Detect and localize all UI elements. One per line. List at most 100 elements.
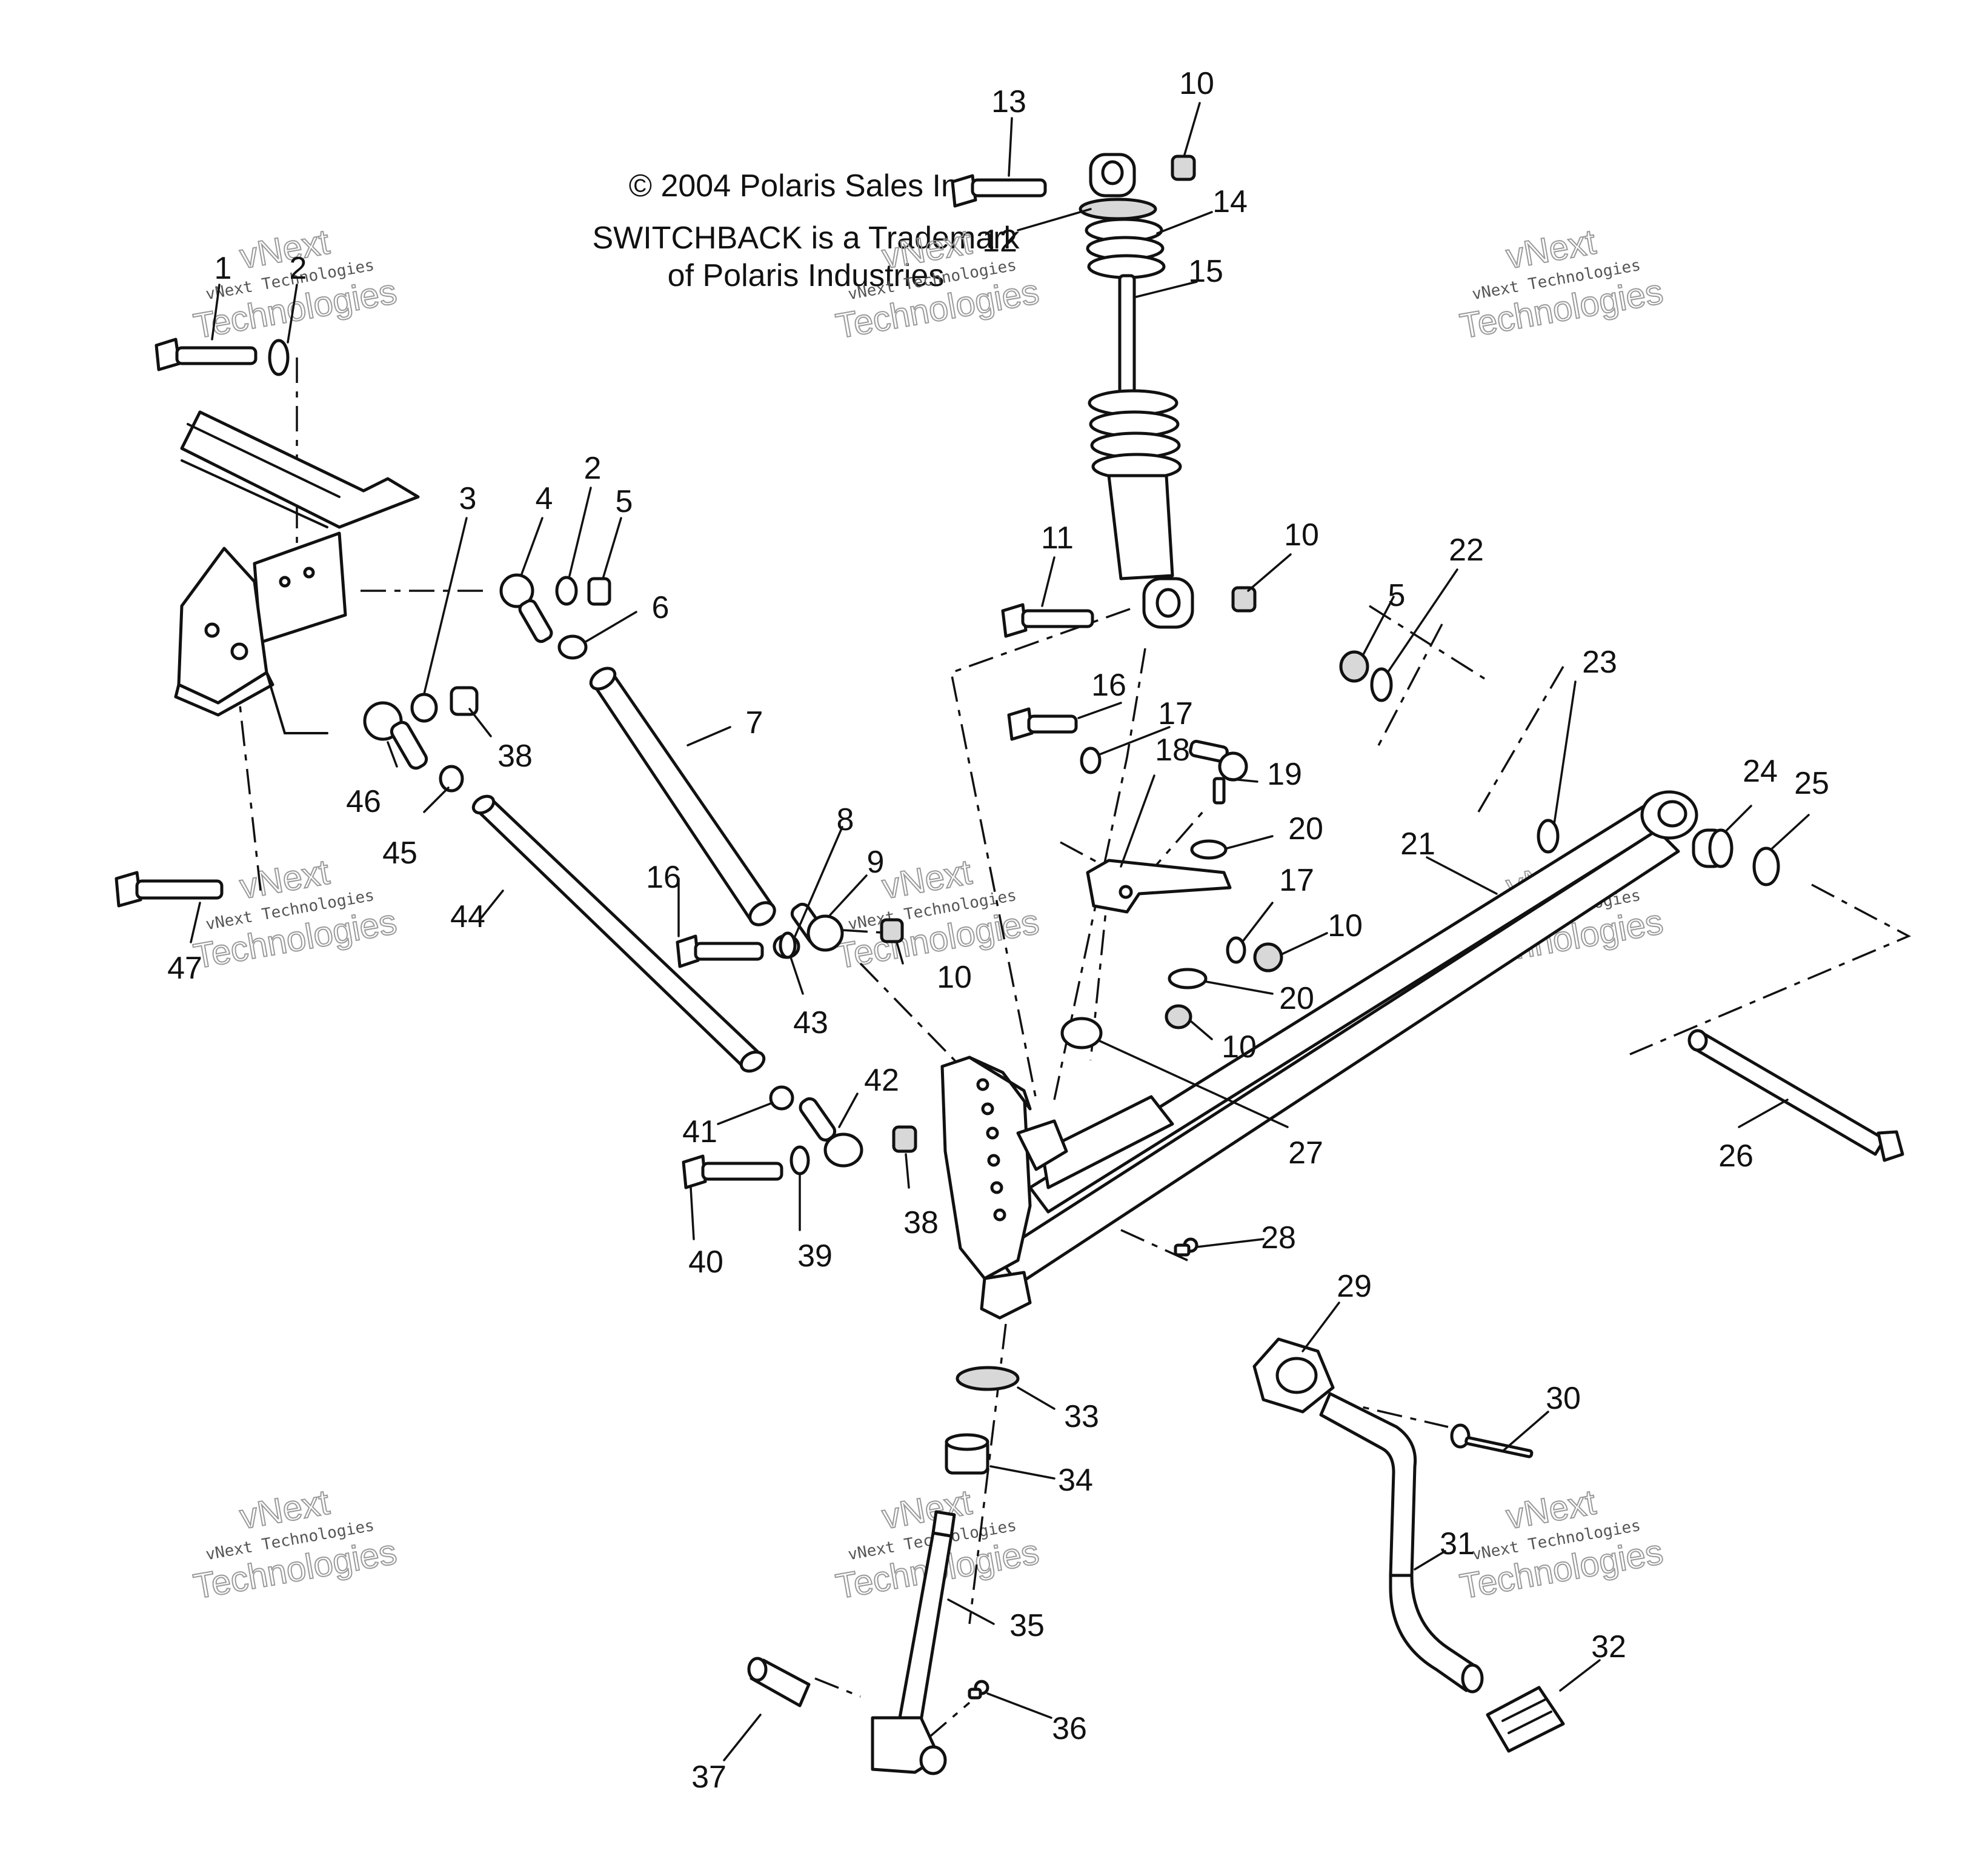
rod-end-shank [518,599,553,643]
callout-6: 6 [652,590,670,625]
callout-22: 22 [1449,533,1484,568]
rod-end [1461,1663,1484,1694]
callout-36: 36 [1052,1711,1087,1746]
callout-10: 10 [1328,908,1363,943]
part-27-bushing [1060,1017,1103,1049]
bracket-hole [990,1181,1003,1194]
callout-4: 4 [536,481,553,516]
bushing-face [1708,828,1734,868]
leader-line [190,902,201,943]
spindle-boss [1016,1119,1068,1171]
callout-8: 8 [837,802,854,837]
callout-3: 3 [459,481,477,516]
callout-46: 46 [346,784,381,819]
leader-line [1077,702,1122,719]
alignment-line [1374,623,1443,752]
callout-16: 16 [1091,668,1126,703]
fitting-body [1174,1243,1191,1257]
part-20-washer [1190,839,1228,860]
alignment-line [842,929,891,934]
part-20-washer [1168,968,1208,989]
leader-line [423,786,450,813]
alignment-line [859,962,968,1074]
alignment-line [235,672,262,891]
callout-7: 7 [746,705,763,740]
bolt-head [951,174,977,208]
callout-23: 23 [1582,645,1617,680]
leader-line [520,517,544,577]
leader-line [477,889,504,922]
bolt-shank [1021,609,1094,628]
clamp-groove [1508,1711,1552,1734]
shaft-head [1877,1130,1904,1162]
copyright-line-3: of Polaris Industries [668,258,945,293]
leader-line [1738,1099,1789,1128]
bolt-head [682,1154,707,1189]
spindle-splined-end [931,1510,956,1538]
leader-line [1008,117,1013,177]
callout-44: 44 [450,899,485,934]
part-35-spindle [871,1510,956,1775]
callout-39: 39 [797,1239,833,1274]
leader-line [1189,1020,1213,1040]
part-4-rod-end [499,573,553,643]
alignment-line [1060,811,1204,886]
callout-38: 38 [903,1205,939,1240]
clamp-groove [1501,1698,1546,1722]
spindle-base-bore [919,1745,947,1775]
leader-line [387,741,398,768]
part-14-spring [1085,218,1166,279]
leader-line [1226,835,1274,850]
a-arm-pivot-hole [1657,800,1687,828]
part-18-steering-arm [1086,859,1232,914]
rod-upper-section [1319,1392,1417,1577]
rod-end-shank [390,720,428,770]
spindle-housing [980,1271,1032,1320]
leader-line [1241,902,1274,943]
part-23-washer [1537,819,1560,854]
callout-17: 17 [1158,696,1193,731]
part-39-washer [790,1145,810,1175]
leader-line [1386,568,1458,674]
part-19-tie-rod-end [1189,740,1248,805]
leader-line [1426,856,1498,895]
part-3-bushing [410,693,438,723]
part-10-nut [1171,155,1196,181]
leader-line [1771,814,1810,850]
leader-line [1135,281,1198,298]
part-5-nut [587,577,611,606]
rod-end-eye [499,573,534,608]
leader-line [790,956,804,995]
clamp-body [1486,1686,1565,1753]
callout-27: 27 [1288,1135,1323,1171]
callout-17: 17 [1279,863,1314,898]
leader-line [1099,726,1171,756]
part-47-bolt [115,871,224,908]
chassis-rail-line [187,423,341,498]
watermark-stamp: vNext vNext Technologies Technologies [190,1482,401,1608]
bulkhead-bolt-hole [303,567,315,579]
leader-line [287,284,298,344]
bulkhead-bolt-hole [204,622,220,638]
callout-21: 21 [1400,826,1435,862]
housing-bore [1275,1357,1318,1394]
callout-40: 40 [688,1245,723,1280]
alignment-line [1369,605,1485,680]
fitting-body [968,1687,982,1700]
copyright-line-2: SWITCHBACK is a Trademark [592,221,1020,256]
leader-line [211,284,221,341]
bolt-head [676,934,700,968]
bracket-hole [993,1208,1006,1222]
bulkhead-bolt-hole [279,576,291,588]
leader-line [1017,208,1092,231]
part-1-bolt [155,337,258,371]
shock-lower-spring [1088,389,1182,480]
tie-rod-end-eye [1218,751,1248,782]
bolt-shank [175,346,258,365]
leader-line [1226,777,1258,783]
bolt-shank [135,879,224,900]
callout-32: 32 [1591,1629,1626,1664]
leader-line [905,1153,910,1189]
part-26-pivot-shaft [1687,1029,1904,1162]
bolt-shank [1027,714,1078,734]
